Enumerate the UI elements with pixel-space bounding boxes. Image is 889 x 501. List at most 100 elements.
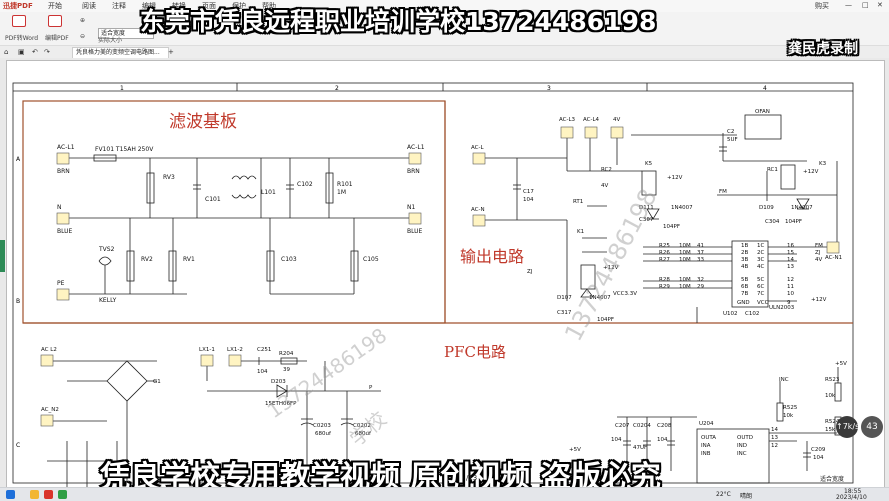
edit-pdf-icon[interactable] — [48, 15, 62, 27]
label-r101: R101 — [337, 181, 353, 188]
driver-pin-4: 32 — [697, 277, 704, 283]
label-c209-val: 104 — [813, 455, 824, 461]
driver-out-1: 2C — [757, 250, 764, 256]
label-c307: C307 — [639, 217, 654, 223]
label-c209: C209 — [811, 447, 826, 453]
pdf-app-icon[interactable] — [44, 490, 53, 499]
driver-r-4: R28 — [659, 277, 670, 283]
label-r204-val: 39 — [283, 367, 290, 373]
driver-out-5: 6C — [757, 284, 764, 290]
driver-out-3: 4C — [757, 264, 764, 270]
label-ac-l2: AC L2 — [41, 347, 57, 353]
label-vcc33: VCC3.3V — [613, 291, 637, 297]
label-pin-14: 14 — [771, 427, 778, 433]
label-zj: ZJ — [527, 269, 533, 275]
driver-sig-1: ZJ — [815, 250, 821, 256]
speed-indicator: ↑7k/s — [836, 416, 859, 438]
help-badge[interactable]: 43 — [861, 416, 883, 438]
zoom-select[interactable]: 适合宽度 — [98, 28, 154, 39]
label-104pf-b: 104PF — [785, 219, 802, 225]
weather-desc: 晴朗 — [740, 493, 753, 500]
label-rv3: RV3 — [163, 174, 175, 181]
driver-out-6: 7C — [757, 291, 764, 297]
grid-row-a: A — [16, 156, 21, 163]
label-r523-val: 10k — [825, 393, 836, 399]
menu-page[interactable]: 页面 — [202, 2, 216, 10]
label-c0203: C0203 — [313, 423, 331, 429]
edit-pdf-button[interactable]: 编辑PDF — [45, 35, 69, 42]
maximize-icon[interactable]: □ — [862, 1, 869, 9]
wechat-icon[interactable] — [58, 490, 67, 499]
fit-width-status[interactable]: 适合宽度 — [820, 476, 845, 483]
schematic-page: 1 2 3 4 A B C — [6, 60, 885, 488]
zoom-in-icon[interactable]: ⊕ — [80, 17, 86, 24]
label-r101-val: 1M — [337, 189, 346, 196]
label-c204: C0204 — [633, 423, 651, 429]
label-lx1-1: LX1-1 — [199, 347, 215, 353]
driver-opin-7: 9 — [787, 300, 791, 306]
label-4v-b: 4V — [601, 183, 608, 189]
clock-date: 2023/4/10 — [836, 494, 867, 501]
sidebar-toggle[interactable] — [0, 240, 5, 272]
label-ina: INA — [701, 443, 711, 449]
close-icon[interactable]: ✕ — [877, 1, 883, 9]
label-outa: OUTA — [701, 435, 716, 441]
label-fm: FM — [719, 189, 727, 195]
driver-in-6: 7B — [741, 291, 748, 297]
menu-convert[interactable]: 转换 — [172, 2, 186, 10]
label-plus12-a: +12V — [667, 175, 683, 181]
label-u102: U102 — [723, 311, 738, 317]
menu-read[interactable]: 阅读 — [82, 2, 96, 10]
driver-out-2: 3C — [757, 257, 764, 263]
driver-val-2: 10M — [679, 257, 691, 263]
label-n-left: N — [57, 204, 62, 211]
label-rc2: RC2 — [601, 167, 612, 173]
new-tab-icon[interactable]: + — [168, 48, 174, 56]
clock-time: 18:55 — [844, 488, 862, 495]
menu-annotate[interactable]: 注释 — [112, 2, 126, 10]
label-ac-l: AC-L — [471, 145, 484, 151]
driver-in-3: 4B — [741, 264, 748, 270]
label-inc: INC — [737, 451, 747, 457]
menu-start[interactable]: 开始 — [48, 2, 62, 10]
driver-r-5: R29 — [659, 284, 670, 290]
driver-in-0: 1B — [741, 243, 748, 249]
file-explorer-icon[interactable] — [30, 490, 39, 499]
driver-val-5: 10M — [679, 284, 691, 290]
label-rt1: RT1 — [573, 199, 583, 205]
minimize-icon[interactable]: — — [845, 1, 852, 9]
menu-protect[interactable]: 保护 — [232, 2, 246, 10]
label-rv1: RV1 — [183, 256, 195, 263]
label-inb: INB — [701, 451, 711, 457]
actual-size-button[interactable]: 实际大小 — [98, 37, 123, 44]
label-104pf-a: 104PF — [663, 224, 680, 230]
label-ac-l4: AC-L4 — [583, 117, 600, 123]
home-icon[interactable]: ⌂ — [4, 48, 9, 56]
redo-icon[interactable]: ↷ — [44, 48, 50, 56]
driver-r-1: R26 — [659, 250, 670, 256]
toolbar-ribbon: PDF转Word 编辑PDF 适合宽度 ⊕ ⊖ 实际大小 — [0, 12, 889, 46]
undo-icon[interactable]: ↶ — [32, 48, 38, 56]
driver-sig-2: 4V — [815, 257, 822, 263]
pdf-to-word-button[interactable]: PDF转Word — [5, 35, 39, 42]
start-icon[interactable] — [6, 490, 15, 499]
driver-r-2: R27 — [659, 257, 670, 263]
driver-val-1: 10M — [679, 250, 691, 256]
menu-edit[interactable]: 编辑 — [142, 2, 156, 10]
driver-opin-4: 12 — [787, 277, 794, 283]
save-icon[interactable]: ▣ — [18, 48, 25, 56]
pdf-to-word-icon[interactable] — [12, 15, 26, 27]
tab-document[interactable]: 凭良格力美的变频空调电路图... — [72, 47, 169, 58]
label-c251: C251 — [257, 347, 271, 353]
menu-help[interactable]: 帮助 — [262, 2, 276, 10]
zoom-out-icon[interactable]: ⊖ — [80, 33, 86, 40]
label-plus12-b: +12V — [803, 169, 819, 175]
label-blue-left: BLUE — [57, 228, 73, 235]
label-r524: R524 — [825, 419, 840, 425]
driver-val-4: 10M — [679, 277, 691, 283]
weather-temp: 22°C — [716, 491, 731, 498]
buy-button[interactable]: 购买 — [815, 2, 829, 10]
label-ac-n2: AC_N2 — [41, 407, 59, 413]
label-c0202-val: 680uf — [355, 431, 372, 437]
driver-pin-2: 33 — [697, 257, 704, 263]
